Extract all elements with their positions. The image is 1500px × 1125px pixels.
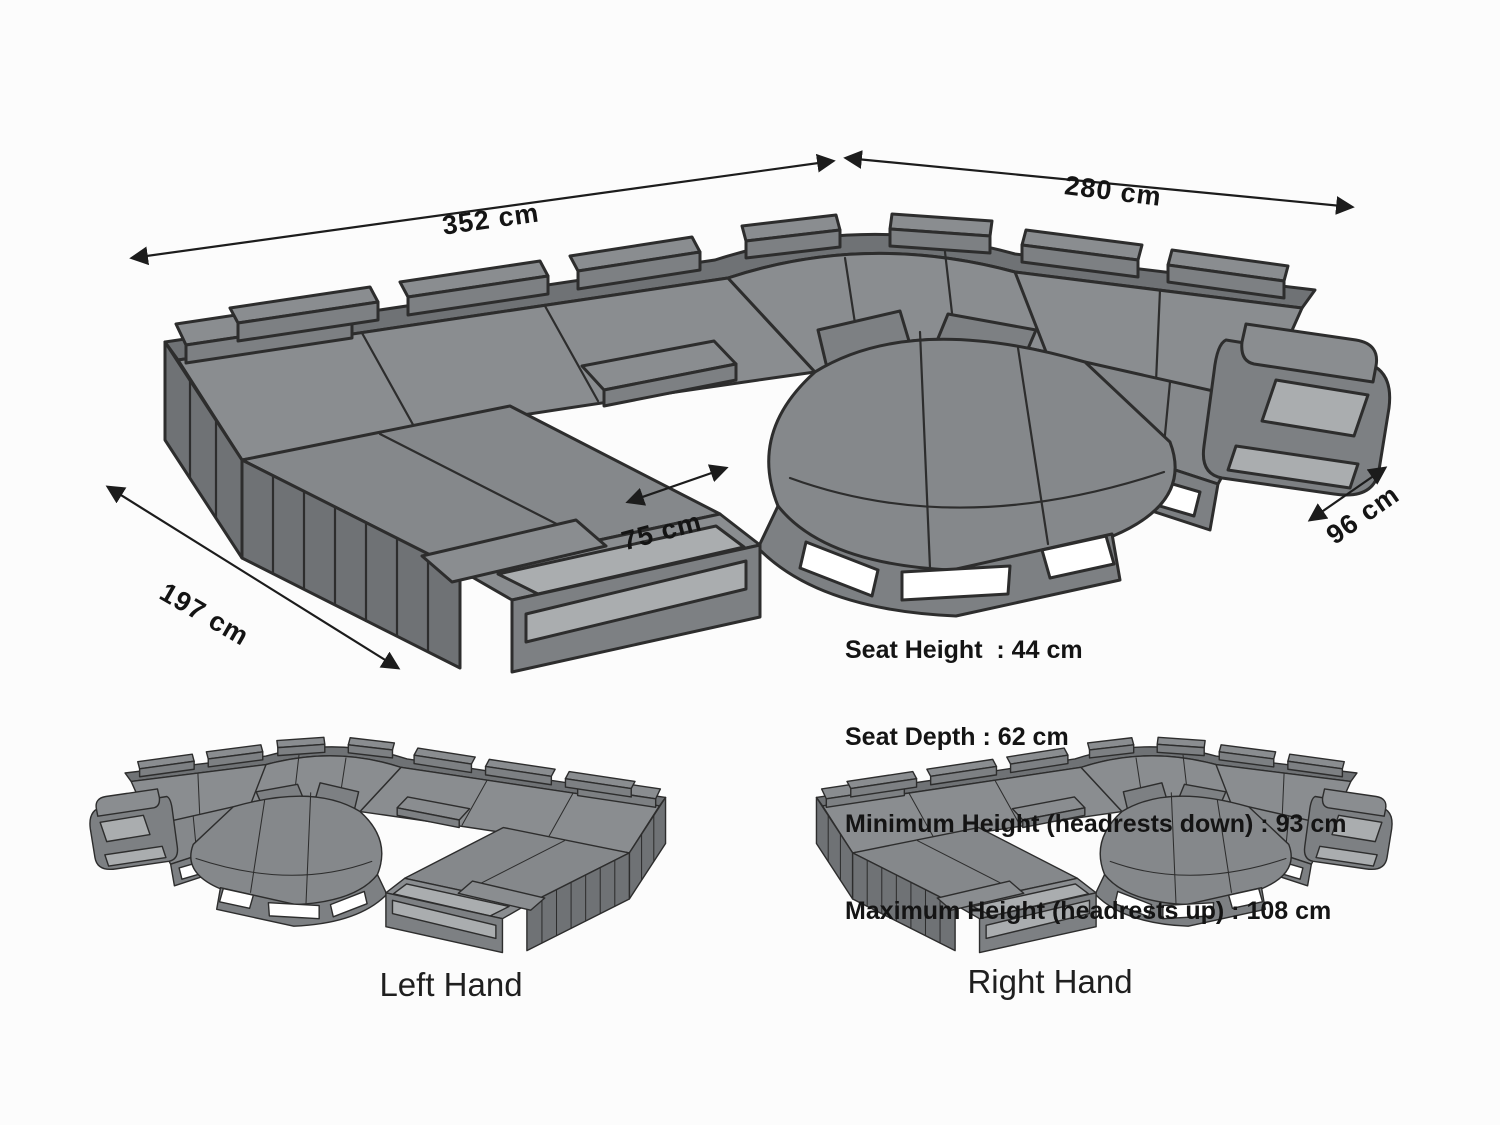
spec-max-height: Maximum Height (headrests up) : 108 cm (845, 897, 1332, 925)
specs-block: Seat Height : 44 cm Seat Depth : 62 cm M… (845, 578, 1346, 984)
spec-min-height: Minimum Height (headrests down) : 93 cm (845, 810, 1347, 838)
variant-label-right-hand: Right Hand (967, 963, 1133, 1000)
dimension-label-197: 197 cm (155, 577, 255, 652)
dimension-label-280: 280 cm (1063, 170, 1164, 212)
variant-label-left-hand: Left Hand (379, 966, 523, 1003)
dimension-352: 352 cm (129, 153, 836, 266)
dimension-280: 280 cm (843, 150, 1355, 215)
spec-seat-height: Seat Height : 44 cm (845, 636, 1083, 664)
dimension-label-352: 352 cm (440, 197, 541, 240)
spec-seat-depth: Seat Depth : 62 cm (845, 723, 1069, 751)
sofa-illustration-left-hand (89, 736, 667, 954)
